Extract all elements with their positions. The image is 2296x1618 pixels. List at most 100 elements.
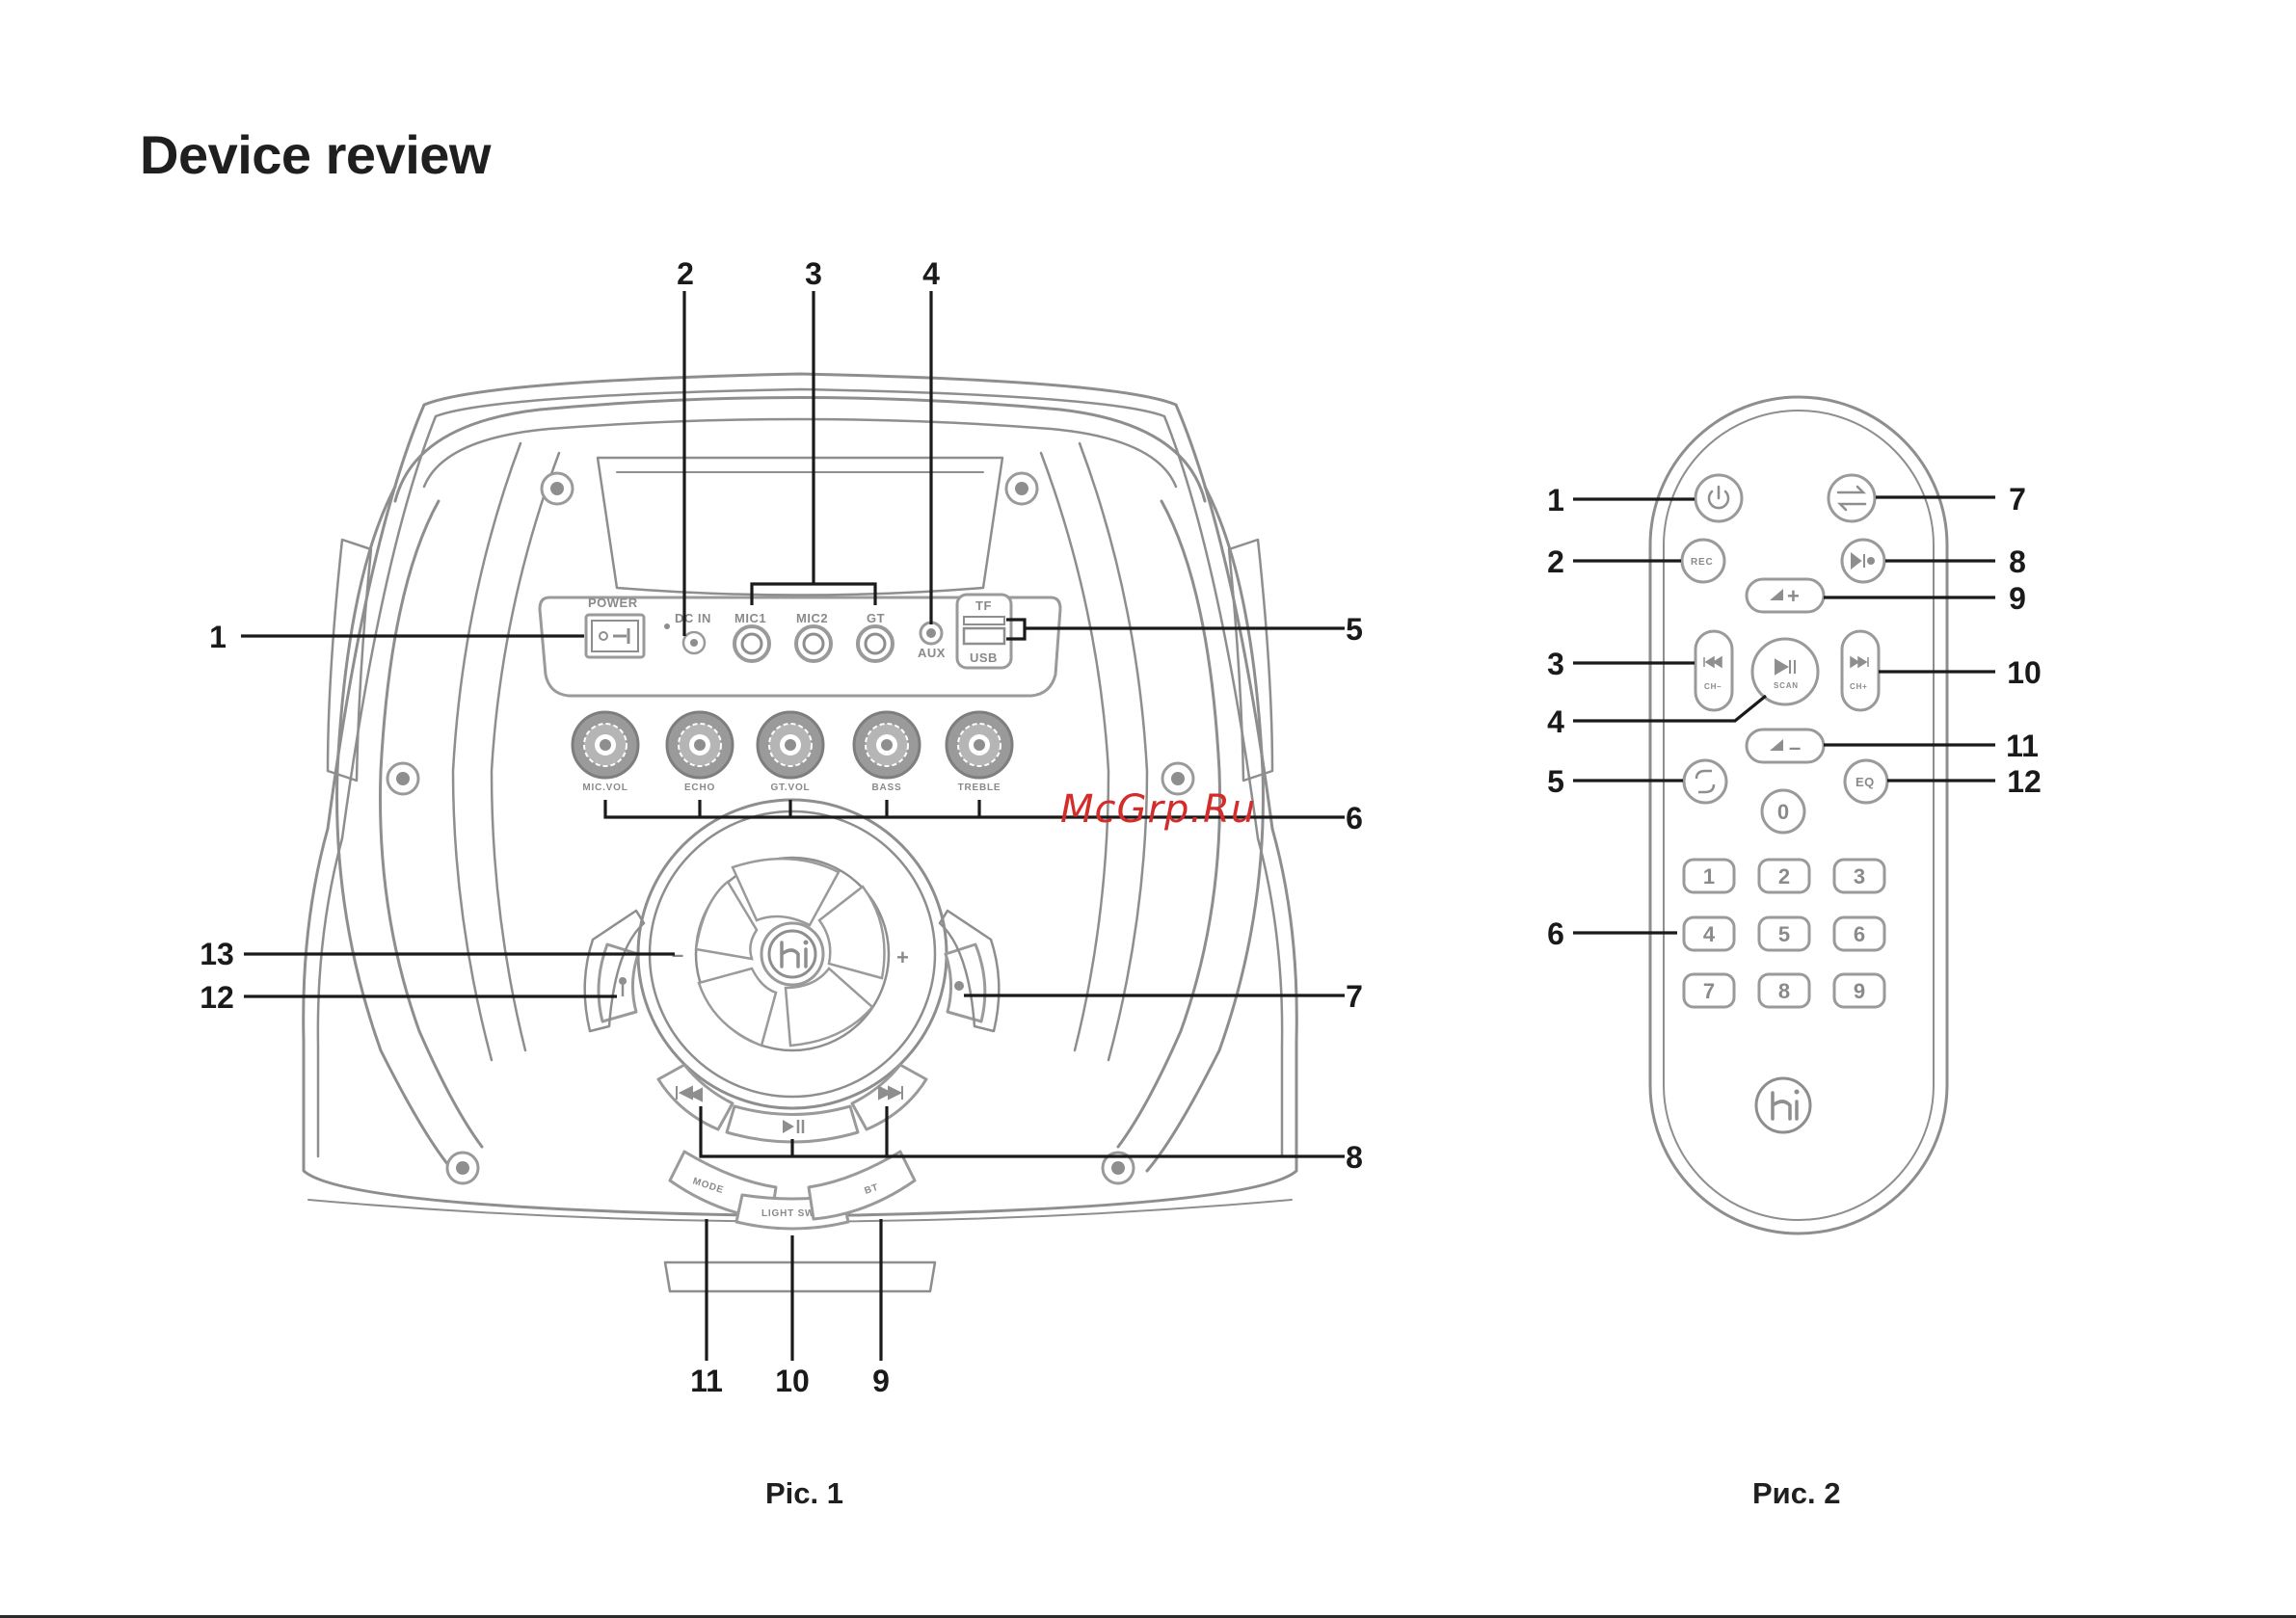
mic2-jack[interactable] xyxy=(796,626,831,661)
gt-label: GT xyxy=(867,611,885,625)
knob-mic-vol[interactable]: MIC.VOL xyxy=(573,712,638,793)
screw xyxy=(387,763,418,794)
knob-label: MIC.VOL xyxy=(582,782,627,793)
fig1-callout-8: 8 xyxy=(1346,1140,1363,1175)
fig2-callout-11: 11 xyxy=(2006,729,2039,763)
tf-label: TF xyxy=(975,598,992,613)
mic1-label: MIC1 xyxy=(734,611,766,625)
number-key-2[interactable]: 2 xyxy=(1759,860,1809,892)
number-key-3[interactable]: 3 xyxy=(1834,860,1884,892)
fig1-callout-9: 9 xyxy=(872,1364,890,1398)
next-ch-button[interactable]: CH+ xyxy=(1842,631,1879,710)
svg-text:0: 0 xyxy=(1777,800,1789,824)
fig2-callout-2: 2 xyxy=(1547,544,1564,579)
fig1-callout-10: 10 xyxy=(775,1364,810,1398)
svg-text:SCAN: SCAN xyxy=(1774,681,1799,690)
power-switch[interactable] xyxy=(586,615,644,657)
svg-text:–: – xyxy=(1789,735,1801,759)
fig2-callout-10: 10 xyxy=(2007,655,2042,690)
fig1-callout-3: 3 xyxy=(805,256,822,291)
prev-ch-button[interactable]: CH– xyxy=(1695,631,1732,710)
fig2-callout-8: 8 xyxy=(2009,544,2026,579)
mode-swap-button[interactable] xyxy=(1829,475,1875,521)
speaker-illustration: POWER DC IN MIC1 MIC2 GT AUX TF USB MIC.… xyxy=(304,374,1297,1291)
svg-text:9: 9 xyxy=(1854,979,1865,1003)
number-key-4[interactable]: 4 xyxy=(1684,917,1734,950)
aux-jack[interactable] xyxy=(921,623,942,644)
svg-text:5: 5 xyxy=(1778,922,1790,946)
knob-label: TREBLE xyxy=(958,782,1001,793)
fig1-callout-2: 2 xyxy=(677,256,694,291)
volume-up-button[interactable]: + xyxy=(1747,579,1824,612)
play-rec-button[interactable] xyxy=(1842,540,1884,582)
eq-button[interactable]: EQ xyxy=(1845,760,1887,803)
number-key-9[interactable]: 9 xyxy=(1834,974,1884,1007)
repeat-button[interactable] xyxy=(1684,760,1726,803)
screw xyxy=(1006,473,1037,504)
fig1-callout-6: 6 xyxy=(1346,801,1363,836)
number-key-5[interactable]: 5 xyxy=(1759,917,1809,950)
dc-in-jack[interactable] xyxy=(683,632,705,653)
svg-text:2: 2 xyxy=(1778,864,1790,889)
figure1-caption: Pic. 1 xyxy=(765,1476,843,1510)
watermark: McGrp.Ru xyxy=(1060,787,1256,832)
svg-text:CH–: CH– xyxy=(1704,682,1722,691)
screw xyxy=(542,473,573,504)
number-key-1[interactable]: 1 xyxy=(1684,860,1734,892)
rec-button[interactable]: REC xyxy=(1682,540,1724,582)
svg-text:+: + xyxy=(1787,584,1800,608)
knob-gt-vol[interactable]: GT.VOL xyxy=(758,712,823,793)
fig1-callout-5: 5 xyxy=(1346,612,1363,647)
mic1-jack[interactable] xyxy=(734,626,769,661)
knob-echo[interactable]: ECHO xyxy=(667,712,733,793)
dc-in-label: DC IN xyxy=(675,611,711,625)
power-label: POWER xyxy=(588,596,638,610)
fig2-callout-5: 5 xyxy=(1547,764,1564,799)
play-scan-button[interactable]: SCAN xyxy=(1752,639,1818,704)
number-key-8[interactable]: 8 xyxy=(1759,974,1809,1007)
gt-jack[interactable] xyxy=(858,626,893,661)
bt-button[interactable]: BT xyxy=(809,1152,915,1219)
power-button[interactable] xyxy=(1695,475,1742,521)
knob-label: GT.VOL xyxy=(771,782,811,793)
knob-row: MIC.VOL ECHO GT.VOL BASS TREBLE xyxy=(573,712,1012,793)
knob-label: BASS xyxy=(872,782,902,793)
usb-label: USB xyxy=(970,650,998,665)
knob-treble[interactable]: TREBLE xyxy=(947,712,1012,793)
fig2-callout-9: 9 xyxy=(2009,581,2026,616)
volume-down-button[interactable]: – xyxy=(1747,729,1824,762)
knob-bass[interactable]: BASS xyxy=(854,712,920,793)
svg-text:EQ: EQ xyxy=(1855,775,1875,789)
figure2-caption: Рис. 2 xyxy=(1752,1476,1840,1510)
svg-text:7: 7 xyxy=(1703,979,1715,1003)
aux-label: AUX xyxy=(918,646,946,660)
fig2-callout-4: 4 xyxy=(1547,704,1564,739)
light-button[interactable] xyxy=(940,911,999,1031)
mic-priority-button[interactable] xyxy=(585,911,644,1031)
svg-text:3: 3 xyxy=(1854,864,1865,889)
mic2-label: MIC2 xyxy=(796,611,828,625)
fig2-callout-6: 6 xyxy=(1547,916,1564,951)
svg-text:8: 8 xyxy=(1778,979,1790,1003)
svg-text:CH+: CH+ xyxy=(1850,682,1868,691)
fig1-callout-13: 13 xyxy=(200,937,234,971)
fig1-callout-7: 7 xyxy=(1346,979,1363,1014)
brand-logo-icon xyxy=(1756,1078,1810,1132)
number-keypad: 0 1 2 3 4 5 6 7 8 9 xyxy=(1684,790,1884,1007)
svg-text:REC: REC xyxy=(1691,557,1714,568)
svg-text:6: 6 xyxy=(1854,922,1865,946)
number-key-7[interactable]: 7 xyxy=(1684,974,1734,1007)
fig1-callout-1: 1 xyxy=(209,620,227,654)
svg-text:1: 1 xyxy=(1703,864,1715,889)
number-key-6[interactable]: 6 xyxy=(1834,917,1884,950)
play-pause-button[interactable] xyxy=(727,1106,858,1142)
fig1-callout-11: 11 xyxy=(690,1364,723,1398)
fig2-callout-3: 3 xyxy=(1547,647,1564,681)
number-key-0[interactable]: 0 xyxy=(1762,790,1804,833)
svg-text:4: 4 xyxy=(1703,922,1716,946)
fig1-callout-4: 4 xyxy=(922,256,940,291)
volume-plus-label: + xyxy=(896,945,909,969)
fig1-callout-12: 12 xyxy=(200,980,234,1015)
svg-text:LIGHT SW: LIGHT SW xyxy=(761,1208,814,1219)
